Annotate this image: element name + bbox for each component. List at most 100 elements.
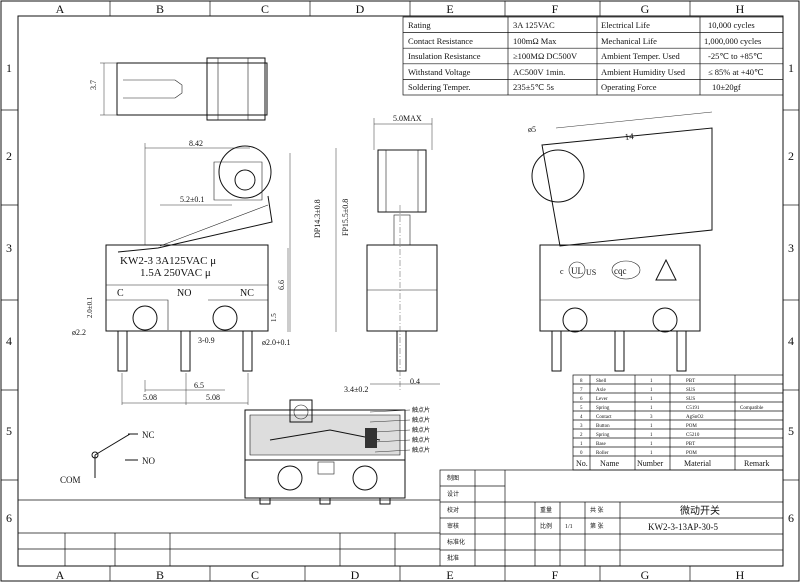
body-marking: KW2-3 3A125VAC μ: [120, 255, 216, 267]
row-label: 4: [788, 334, 794, 348]
spec-cell: Insulation Resistance: [408, 51, 481, 61]
schematic-label: COM: [60, 475, 81, 485]
bom-cell: 3: [650, 415, 653, 420]
title-field: 第 张: [590, 522, 604, 530]
bom-cell: POM: [686, 424, 697, 429]
col-label: F: [552, 2, 559, 16]
bom-cell: C5191: [686, 406, 700, 411]
dim-label: 5.2±0.1: [180, 195, 204, 204]
title-role: 设计: [447, 490, 459, 498]
svg-text:UL: UL: [571, 266, 583, 276]
title-role: 批准: [447, 554, 459, 562]
terminal-label: NC: [240, 288, 254, 299]
spec-cell: ≤ 85% at +40℃: [708, 67, 764, 77]
title-role: 标准化: [447, 538, 465, 546]
row-label: 6: [788, 511, 794, 525]
dim-label: ø2.0+0.1: [262, 338, 291, 347]
row-labels: 1 2 3 4 5 6 1 2 3 4 5 6: [6, 61, 794, 525]
product-name: 微动开关: [680, 504, 720, 517]
bom-cell: 1: [580, 442, 583, 447]
spec-cell: ≥100MΩ DC500V: [513, 51, 578, 61]
spec-table: Rating 3A 125VAC Electrical Life 10,000 …: [402, 16, 784, 96]
bom-cell: PBT: [686, 379, 695, 384]
col-label: D: [356, 2, 365, 16]
col-label: F: [552, 568, 559, 582]
bom-cell: Roller: [596, 451, 609, 456]
bom-header: Name: [600, 459, 620, 468]
title-role: 校对: [447, 506, 459, 514]
bom-cell: Shell: [596, 379, 607, 384]
schematic-label: NC: [142, 430, 155, 440]
bom-cell: Contact: [596, 415, 612, 420]
col-label: B: [156, 2, 164, 16]
column-labels-bottom: A B C D E F G H: [56, 568, 745, 582]
col-label: H: [736, 2, 745, 16]
col-label: E: [446, 568, 453, 582]
row-label: 2: [788, 149, 794, 163]
title-role: 审核: [447, 522, 459, 530]
spec-cell: Withstand Voltage: [408, 67, 471, 77]
bom-cell: AgSnO2: [686, 415, 704, 420]
dim-label: 2.0±0.1: [86, 296, 94, 318]
bom-cell: 3: [580, 424, 583, 429]
bom-header: Number: [637, 459, 664, 468]
title-field: 重量: [540, 506, 552, 514]
title-role: 制图: [447, 474, 459, 482]
bom-cell: 8: [580, 379, 583, 384]
spec-cell: 10,000 cycles: [708, 20, 755, 30]
dim-label: FP15.5±0.8: [341, 199, 350, 236]
spec-cell: 3A 125VAC: [513, 20, 555, 30]
dim-label: 5.08: [206, 393, 220, 402]
col-label: G: [641, 2, 650, 16]
bom-table: 8 Shell 1 PBT 7 Axle 1 SUS 6 Lever 1 SUS…: [572, 374, 784, 471]
bom-cell: Base: [596, 442, 607, 447]
spec-cell: -25℃ to +85℃: [708, 51, 763, 61]
ul-mark-icon: c UL US: [560, 261, 596, 279]
terminal-label: C: [117, 288, 124, 299]
bom-cell: Compatible: [740, 406, 764, 411]
cqc-mark-icon: cqc: [611, 260, 641, 280]
tuv-mark-icon: [655, 258, 677, 281]
bom-cell: SUS: [686, 397, 695, 402]
col-label: C: [251, 568, 259, 582]
bom-cell: 1: [650, 406, 653, 411]
dim-label: 3.4±0.2: [344, 385, 368, 394]
col-label: A: [56, 568, 65, 582]
spec-cell: Contact Resistance: [408, 36, 473, 46]
cross-section: 触点片 触点片 触点片 触点片 触点片: [244, 399, 430, 505]
dim-label: 3-0.9: [198, 336, 215, 345]
callout-label: 触点片: [412, 426, 430, 434]
spec-cell: Operating Force: [601, 82, 657, 92]
spec-cell: 10±20gf: [712, 82, 741, 92]
rear-view: 14 ø5 c UL US cqc: [528, 111, 713, 372]
bom-cell: 5: [580, 406, 583, 411]
roller-circle: [218, 145, 272, 199]
bom-cell: 1: [650, 397, 653, 402]
title-field: 共 张: [590, 506, 604, 514]
spec-cell: 100mΩ Max: [513, 36, 557, 46]
dim-label: 0.4: [410, 377, 420, 386]
row-label: 5: [788, 424, 794, 438]
dim-label: 6.6: [277, 280, 286, 290]
dim-label: 8.42: [189, 139, 203, 148]
spec-cell: Mechanical Life: [601, 36, 657, 46]
col-label: G: [641, 568, 650, 582]
bom-cell: C5210: [686, 433, 700, 438]
bom-cell: 4: [580, 415, 583, 420]
top-view: 3.7: [89, 57, 268, 121]
dim-label: 5.0MAX: [393, 114, 422, 123]
spec-cell: Electrical Life: [601, 20, 650, 30]
rear-body: [539, 244, 701, 332]
row-label: 1: [6, 61, 12, 75]
bom-cell: Axle: [596, 388, 607, 393]
spec-cell: 1,000,000 cycles: [704, 36, 761, 46]
row-label: 3: [6, 241, 12, 255]
svg-text:US: US: [586, 268, 596, 277]
row-label: 5: [6, 424, 12, 438]
bom-cell: 0: [580, 451, 583, 456]
bom-header: No.: [576, 459, 588, 468]
title-block: 制图 设计 校对 审核 标准化 批准 重量 比例 1/1 共 张 第 张 微动开…: [18, 469, 784, 567]
dim-label: 1.5: [270, 313, 278, 322]
